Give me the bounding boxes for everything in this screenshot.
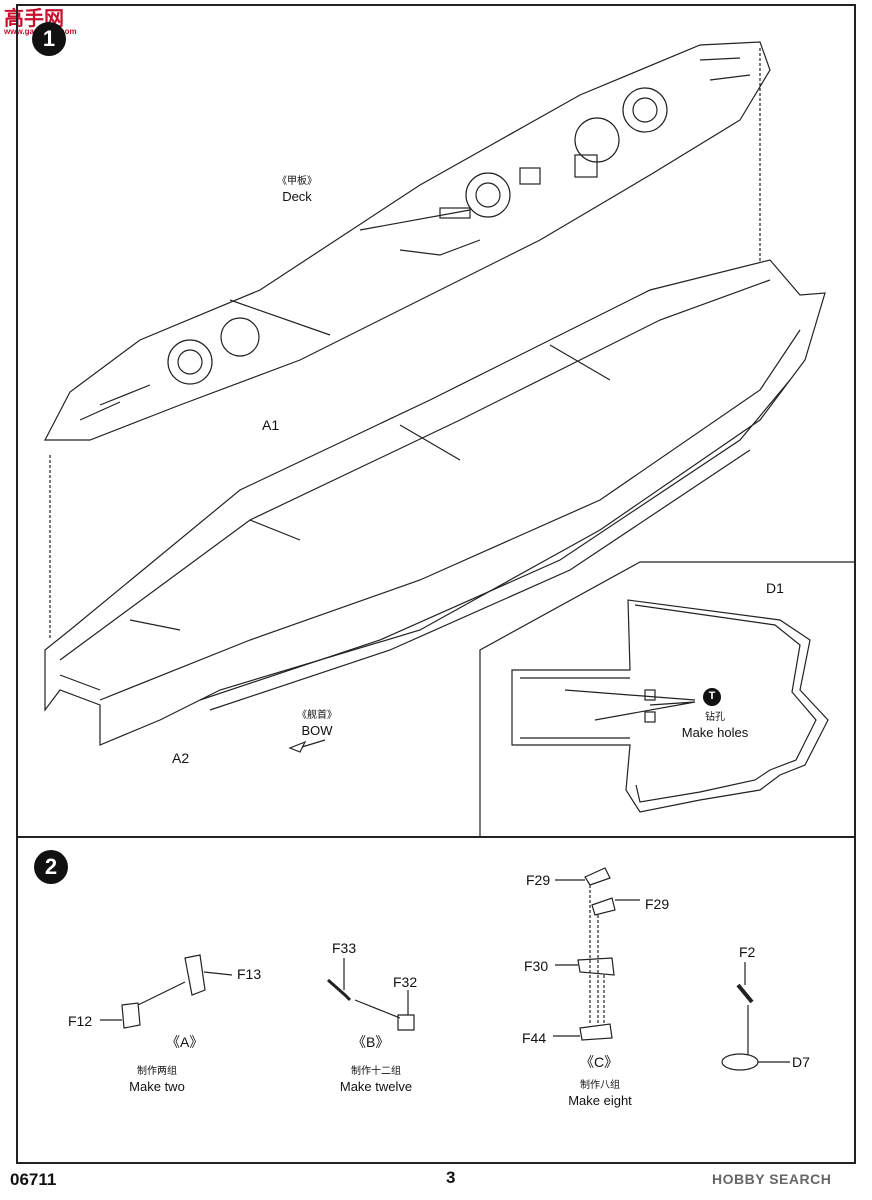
part-f29-second xyxy=(591,897,616,916)
hobby-search-watermark: HOBBY SEARCH xyxy=(712,1171,832,1187)
part-f2 xyxy=(736,983,754,1004)
make-two-caption: 制作两组 Make two xyxy=(120,1064,194,1094)
part-f44 xyxy=(579,1023,613,1041)
step-1-marker: 1 xyxy=(32,22,66,56)
part-d7 xyxy=(721,1053,759,1071)
part-label-f12: F12 xyxy=(68,1013,93,1029)
part-label-d1: D1 xyxy=(766,580,784,596)
subassembly-tag-c: 《C》 xyxy=(580,1054,619,1070)
deck-label-zh: 《甲板》 xyxy=(277,176,317,187)
bow-label-en: BOW xyxy=(301,723,333,738)
product-code: 06711 xyxy=(10,1170,57,1189)
bow-label-zh: 《舰首》 xyxy=(297,710,337,721)
deck-label-en: Deck xyxy=(282,189,312,204)
make-eight-zh: 制作八组 xyxy=(580,1080,620,1091)
drill-symbol xyxy=(703,688,721,706)
part-label-f13: F13 xyxy=(237,966,262,982)
make-two-en: Make two xyxy=(129,1079,185,1094)
d1-part xyxy=(511,599,829,813)
part-f32 xyxy=(397,1014,415,1031)
part-f29-top xyxy=(584,867,611,886)
part-f12 xyxy=(121,1002,141,1029)
part-label-f2: F2 xyxy=(739,944,756,960)
make-two-zh: 制作两组 xyxy=(137,1066,177,1077)
drill-symbol-letter: T xyxy=(708,690,716,702)
part-label-f32: F32 xyxy=(393,974,418,990)
part-label-f30: F30 xyxy=(524,958,549,974)
part-label-f33: F33 xyxy=(332,940,357,956)
bow-caption: 《舰首》 BOW xyxy=(292,708,342,738)
make-twelve-caption: 制作十二组 Make twelve xyxy=(334,1064,418,1094)
part-label-a1: A1 xyxy=(262,417,280,433)
make-holes-en: Make holes xyxy=(681,725,749,740)
subassembly-tag-b: 《B》 xyxy=(352,1034,390,1050)
make-eight-en: Make eight xyxy=(568,1093,632,1108)
page-number: 3 xyxy=(446,1168,456,1187)
part-f33 xyxy=(327,978,352,1002)
part-label-d7: D7 xyxy=(792,1054,810,1070)
make-twelve-zh: 制作十二组 xyxy=(351,1066,401,1077)
part-label-f29-second: F29 xyxy=(645,896,670,912)
step2-frame xyxy=(16,836,856,1164)
part-f13 xyxy=(184,954,206,996)
inset-border xyxy=(479,561,856,838)
make-holes-zh: 钻孔 xyxy=(705,712,725,723)
hull-part xyxy=(44,259,826,746)
deck-caption: 《甲板》 Deck xyxy=(272,174,322,204)
deck-part xyxy=(44,41,771,441)
make-eight-caption: 制作八组 Make eight xyxy=(564,1078,636,1108)
part-label-f44: F44 xyxy=(522,1030,547,1046)
part-f30 xyxy=(577,957,615,976)
subassembly-tag-a: 《A》 xyxy=(166,1034,204,1050)
part-label-f29-top: F29 xyxy=(526,872,551,888)
make-twelve-en: Make twelve xyxy=(339,1079,413,1094)
part-label-a2: A2 xyxy=(172,750,190,766)
make-holes-caption: 钻孔 Make holes xyxy=(680,710,750,740)
step-2-marker: 2 xyxy=(34,850,68,884)
